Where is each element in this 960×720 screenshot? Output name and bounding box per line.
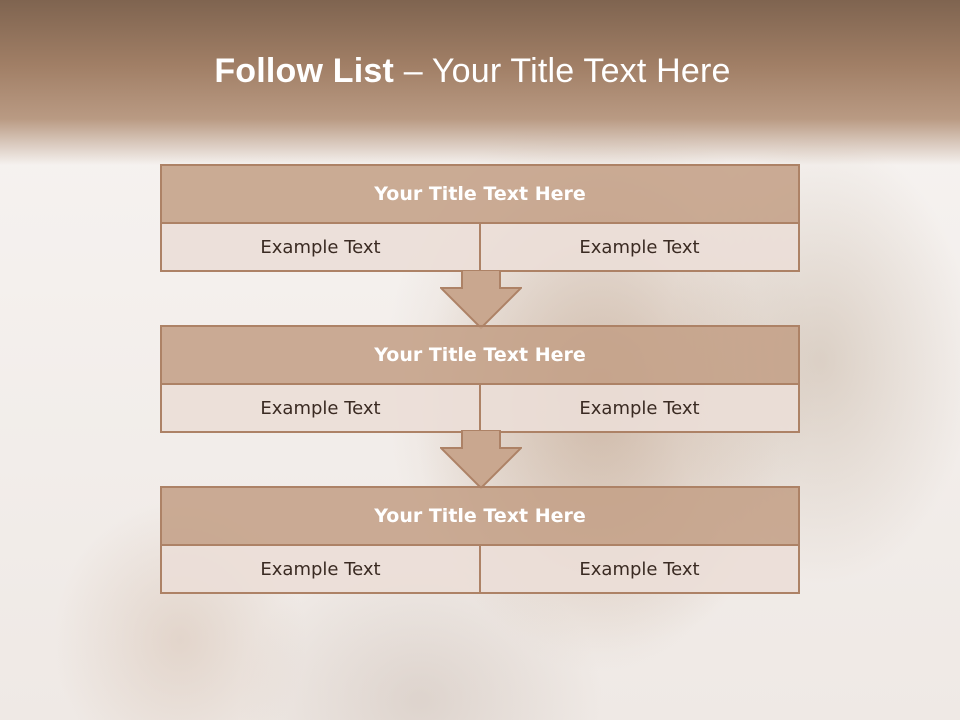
down-arrow-icon [440, 430, 522, 490]
list-block-right-text: Example Text [479, 385, 798, 431]
list-block-right-text: Example Text [479, 224, 798, 270]
list-block-left-text: Example Text [260, 558, 381, 580]
list-block-right-text: Example Text [479, 546, 798, 592]
list-block-title: Your Title Text Here [162, 327, 798, 385]
list-block-row: Example Text Example Text [162, 224, 798, 270]
list-block-row: Example Text Example Text [162, 385, 798, 431]
list-block-row: Example Text Example Text [162, 546, 798, 592]
list-block-title: Your Title Text Here [162, 166, 798, 224]
list-block-title: Your Title Text Here [162, 488, 798, 546]
title-bar [0, 0, 960, 165]
list-block-left-text: Example Text [260, 236, 381, 258]
slide-title-rest: – Your Title Text Here [403, 52, 731, 90]
list-block-left-text: Example Text [260, 397, 381, 419]
list-block-2: Your Title Text Here Example Text Exampl… [160, 325, 800, 433]
down-arrow-icon [440, 270, 522, 330]
list-block-1: Your Title Text Here Example Text Exampl… [160, 164, 800, 272]
slide-title: Follow List – Your Title Text Here [0, 52, 945, 91]
list-block-3: Your Title Text Here Example Text Exampl… [160, 486, 800, 594]
slide-title-bold: Follow List [214, 52, 404, 90]
